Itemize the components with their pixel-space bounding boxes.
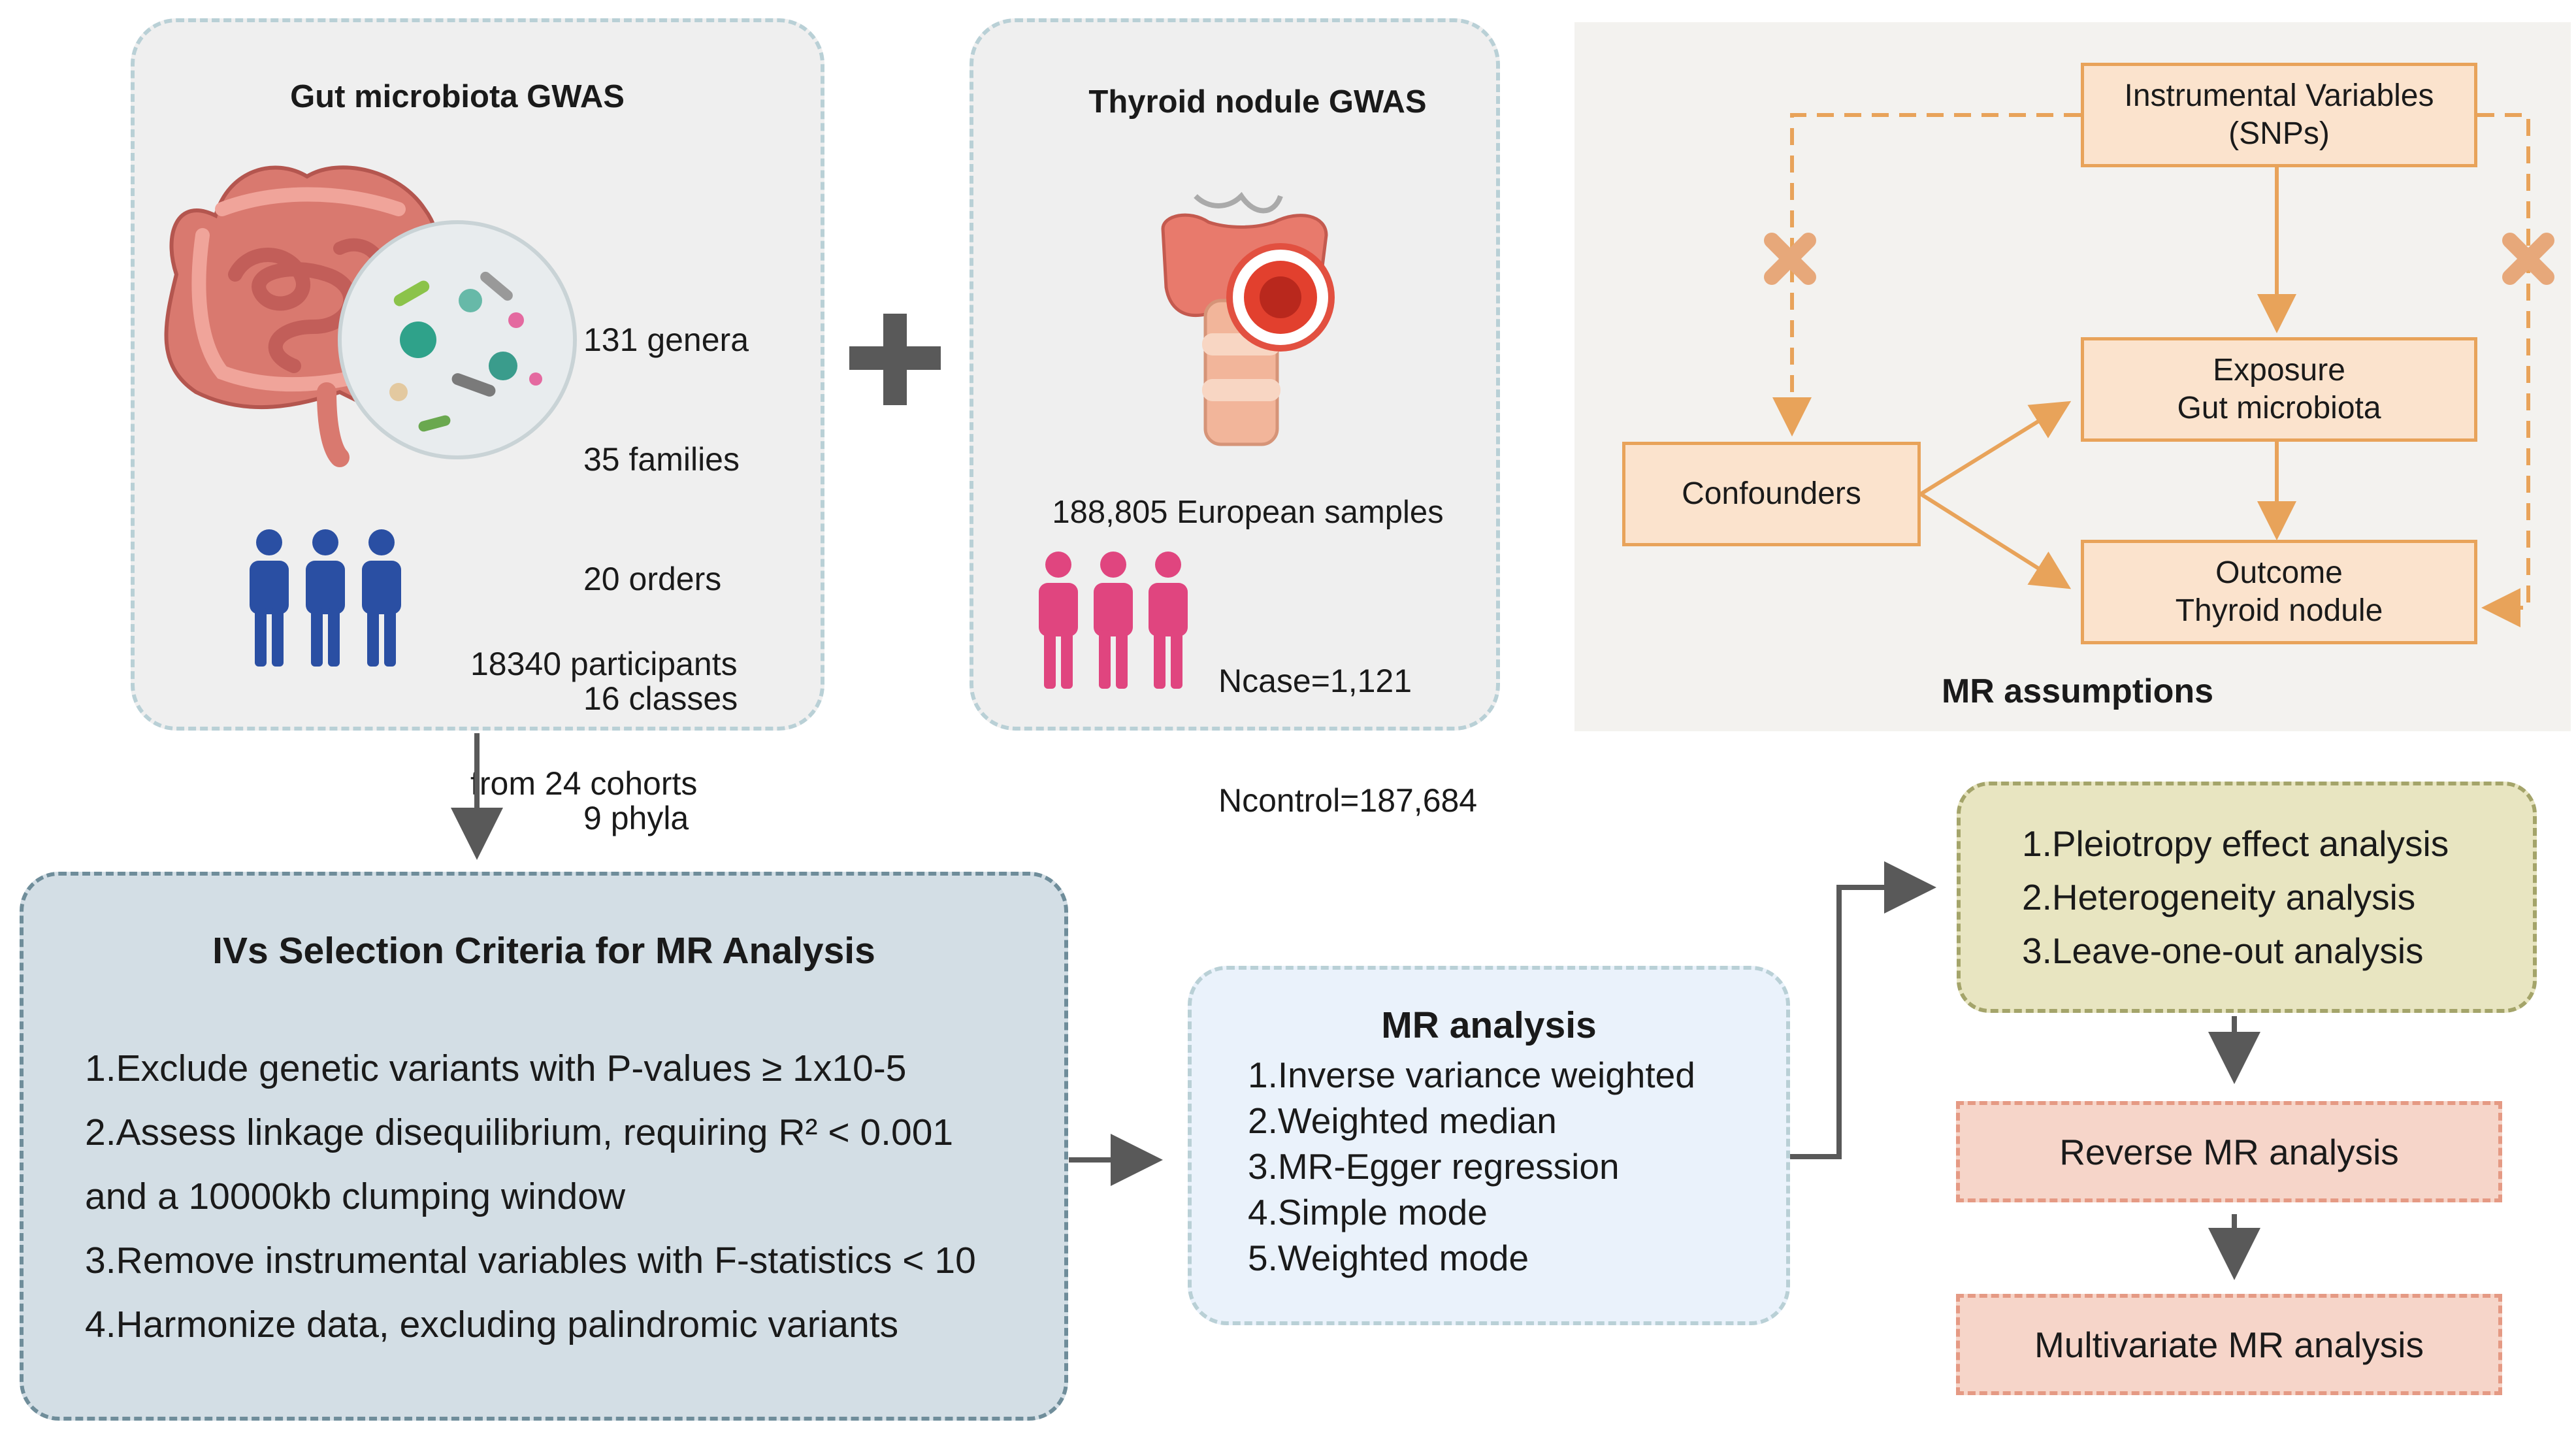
instrumental-variables-box: Instrumental Variables (SNPs) — [2081, 63, 2477, 167]
sensitivity-item: 1.Pleiotropy effect analysis — [2022, 823, 2449, 864]
mr-assumptions-caption: MR assumptions — [1941, 672, 2214, 710]
ivs-criteria-list: 1.Exclude genetic variants with P-values… — [85, 1036, 976, 1357]
taxa-item: 131 genera — [583, 322, 749, 358]
multivariate-mr-box: Multivariate MR analysis — [1956, 1294, 2502, 1395]
mr-analysis-title: MR analysis — [1381, 1004, 1597, 1046]
ivs-criterion-item: 4.Harmonize data, excluding palindromic … — [85, 1304, 899, 1345]
mr-method-item: 2.Weighted median — [1248, 1100, 1557, 1141]
ivs-criterion-item: 2.Assess linkage disequilibrium, requiri… — [85, 1112, 954, 1153]
outcome-line2: Thyroid nodule — [2175, 593, 2383, 628]
reverse-mr-label: Reverse MR analysis — [2059, 1131, 2399, 1172]
mr-method-item: 4.Simple mode — [1248, 1192, 1488, 1232]
taxa-item: 35 families — [583, 441, 740, 478]
taxa-item: 16 classes — [583, 680, 738, 717]
multivariate-mr-label: Multivariate MR analysis — [2034, 1324, 2424, 1365]
sensitivity-item: 2.Heterogeneity analysis — [2022, 877, 2416, 917]
taxa-item: 20 orders — [583, 561, 722, 597]
ncase-text: Ncase=1,121 — [1218, 663, 1412, 699]
ivs-criteria-box — [20, 872, 1068, 1421]
thyroid-panel-title: Thyroid nodule GWAS — [1088, 84, 1427, 120]
outcome-box: Outcome Thyroid nodule — [2081, 540, 2477, 644]
participants-line2: from 24 cohorts — [470, 765, 698, 802]
mr-method-item: 1.Inverse variance weighted — [1248, 1055, 1695, 1095]
mr-method-item: 5.Weighted mode — [1248, 1238, 1529, 1278]
confounders-label: Confounders — [1682, 476, 1861, 511]
exposure-box: Exposure Gut microbiota — [2081, 337, 2477, 442]
thyroid-samples-text: 188,805 European samples — [1052, 495, 1444, 530]
mr-analysis-box — [1188, 966, 1790, 1325]
gut-panel-title: Gut microbiota GWAS — [290, 79, 625, 114]
ivs-criterion-item: 1.Exclude genetic variants with P-values… — [85, 1047, 907, 1089]
mr-methods-list: 1.Inverse variance weighted 2.Weighted m… — [1248, 1052, 1695, 1281]
participants-line1: 18340 participants — [470, 646, 738, 682]
exposure-line1: Exposure — [2213, 353, 2345, 388]
case-control-text: Ncase=1,121 Ncontrol=187,684 — [1218, 582, 1477, 861]
outcome-line1: Outcome — [2215, 555, 2343, 590]
participants-text: 18340 participants from 24 cohorts — [470, 565, 738, 844]
ivs-criteria-title: IVs Selection Criteria for MR Analysis — [212, 930, 875, 972]
instrumental-line2: (SNPs) — [2228, 116, 2330, 151]
exposure-line2: Gut microbiota — [2177, 391, 2381, 425]
confounders-box: Confounders — [1622, 442, 1921, 546]
mr-method-item: 3.MR-Egger regression — [1248, 1146, 1620, 1187]
taxa-list: 131 genera 35 families 20 orders 16 clas… — [583, 240, 749, 878]
instrumental-line1: Instrumental Variables — [2124, 78, 2434, 113]
ncontrol-text: Ncontrol=187,684 — [1218, 782, 1478, 819]
taxa-item: 9 phyla — [583, 800, 689, 836]
sensitivity-item: 3.Leave-one-out analysis — [2022, 931, 2424, 971]
reverse-mr-box: Reverse MR analysis — [1956, 1101, 2502, 1202]
sensitivity-list: 1.Pleiotropy effect analysis 2.Heterogen… — [2022, 817, 2449, 978]
ivs-criterion-item: and a 10000kb clumping window — [85, 1176, 626, 1217]
ivs-criterion-item: 3.Remove instrumental variables with F-s… — [85, 1240, 976, 1281]
sensitivity-analysis-box — [1957, 782, 2537, 1013]
